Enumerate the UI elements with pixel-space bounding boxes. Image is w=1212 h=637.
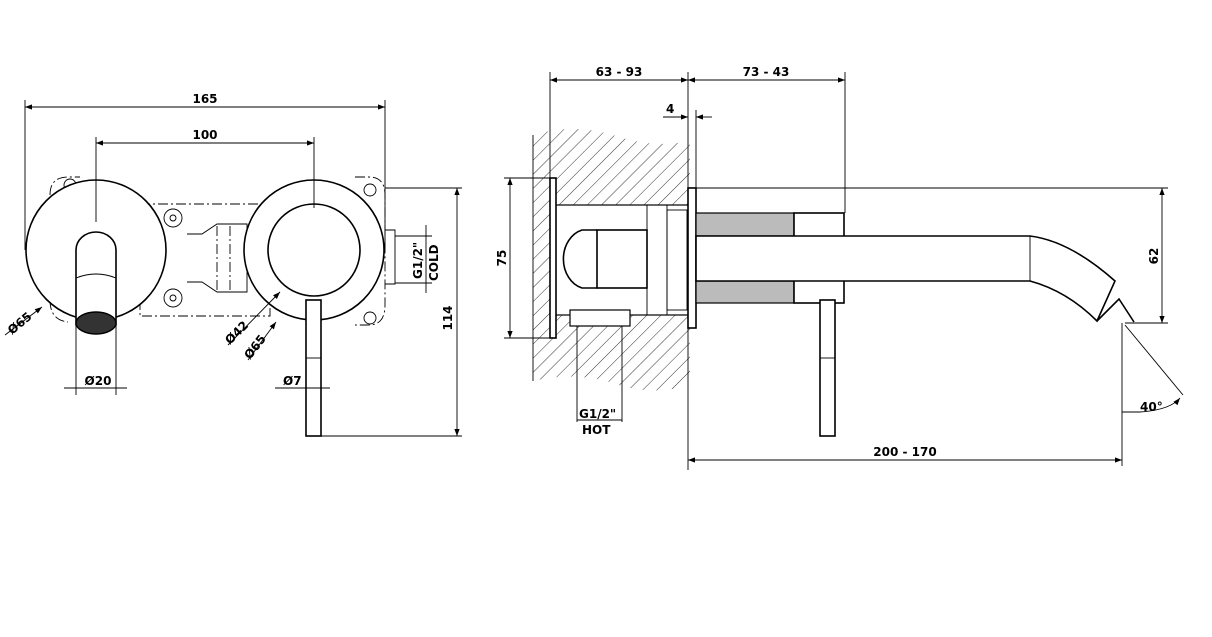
dimension-200-170: 200 - 170	[688, 323, 1123, 466]
svg-text:165: 165	[192, 92, 217, 106]
svg-text:Ø20: Ø20	[85, 374, 112, 388]
wall-plate	[687, 187, 697, 329]
dimension-114: 114	[321, 187, 462, 437]
svg-text:63 - 93: 63 - 93	[596, 65, 643, 79]
hot-inlet	[569, 309, 631, 327]
svg-text:75: 75	[495, 250, 509, 267]
side-view: 63 - 93 73 - 43 4 75 G1/2" HOT 62	[495, 65, 1184, 470]
dimension-75: 75	[495, 177, 550, 339]
svg-text:G1/2": G1/2"	[579, 407, 616, 421]
svg-text:73 - 43: 73 - 43	[743, 65, 790, 79]
svg-text:62: 62	[1147, 248, 1161, 265]
svg-text:COLD: COLD	[427, 244, 441, 281]
svg-text:Ø42: Ø42	[222, 318, 251, 347]
dimension-63-93: 63 - 93	[549, 65, 689, 470]
svg-text:Ø7: Ø7	[283, 374, 302, 388]
knurled-ring	[695, 212, 795, 237]
dimension-73-43: 73 - 43	[688, 65, 846, 213]
dimension-4: 4	[663, 102, 712, 188]
lever	[305, 299, 322, 437]
svg-text:114: 114	[441, 305, 455, 330]
dimension-62: 62	[696, 187, 1168, 324]
dimension-100: 100	[95, 128, 315, 222]
svg-text:Ø65: Ø65	[5, 309, 35, 337]
svg-text:HOT: HOT	[582, 423, 611, 437]
knurled-ring	[695, 280, 795, 304]
front-view: 165 100 Ø65 Ø20 Ø42 Ø65 Ø7 1	[4, 92, 462, 437]
lever-side	[819, 299, 836, 437]
dimension-165: 165	[24, 92, 386, 250]
mounting-plate	[549, 177, 557, 339]
svg-text:40°: 40°	[1140, 400, 1163, 414]
dimension-spout-rosette: Ø65	[4, 306, 43, 337]
svg-text:G1/2": G1/2"	[411, 242, 425, 279]
spout-side	[695, 212, 1135, 437]
dimension-lever-diameter: Ø7	[275, 374, 330, 389]
spout	[75, 231, 117, 326]
svg-text:100: 100	[192, 128, 217, 142]
dimension-spout-diameter: Ø20	[64, 325, 127, 395]
svg-text:200 - 170: 200 - 170	[873, 445, 936, 459]
svg-text:4: 4	[666, 102, 674, 116]
dimension-cold-inlet: G1/2" COLD	[395, 225, 441, 293]
aerator	[75, 311, 117, 335]
dimension-hot-inlet: G1/2" HOT	[576, 326, 623, 437]
dimension-40-degrees: 40°	[1122, 324, 1184, 414]
